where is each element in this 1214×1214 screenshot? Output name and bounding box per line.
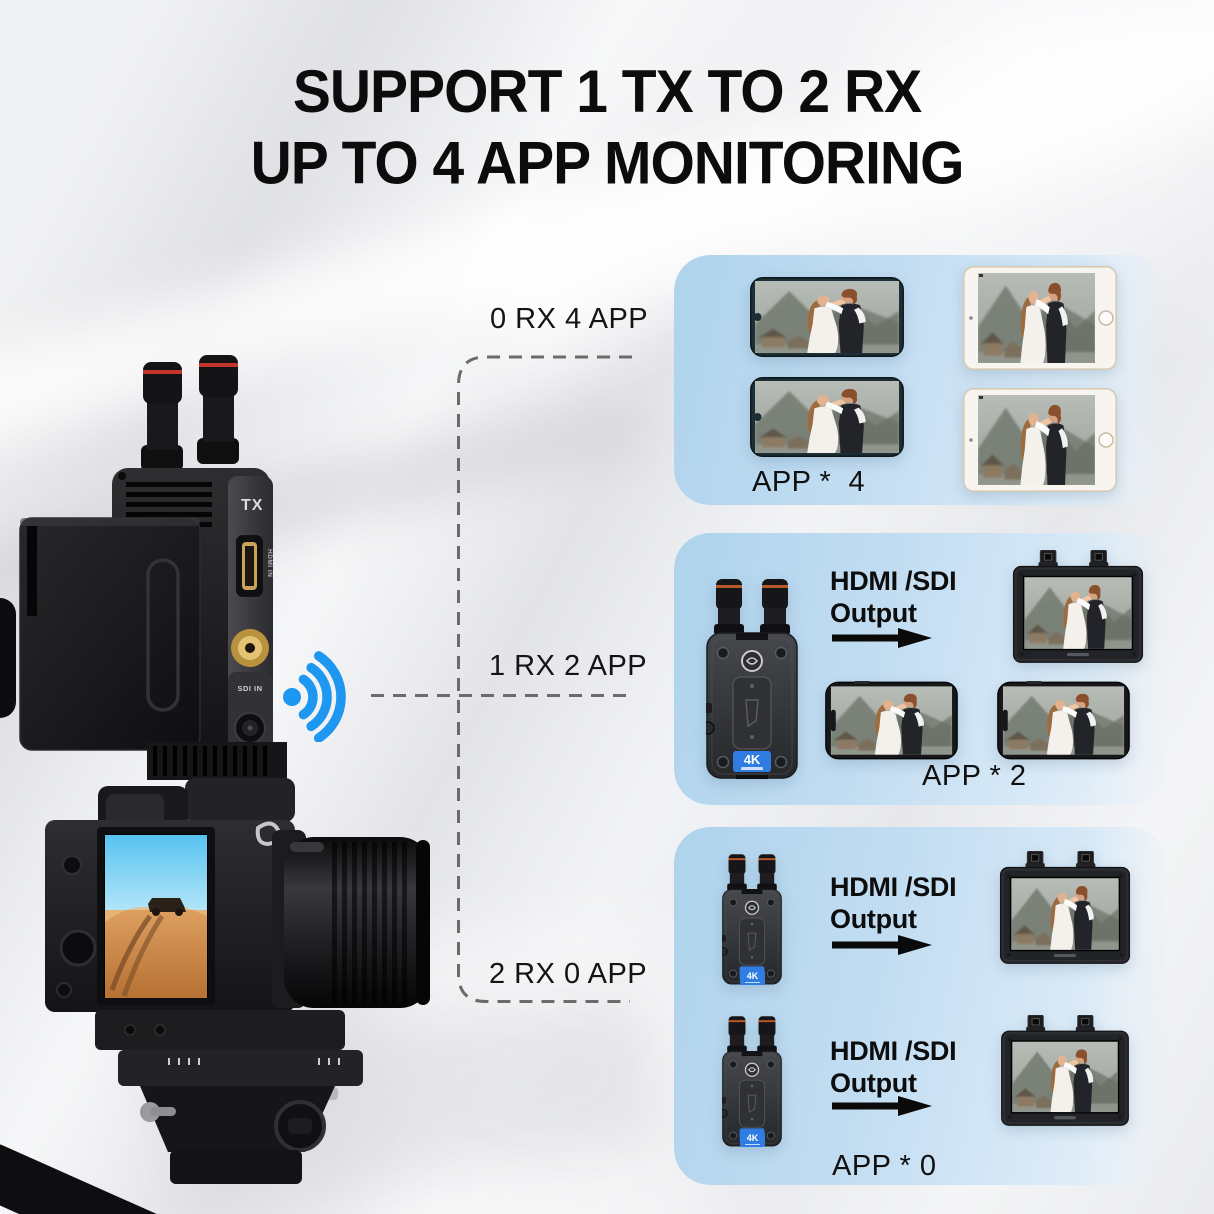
battery-pack bbox=[19, 517, 201, 751]
rx-4k-badge: 4K bbox=[740, 970, 765, 985]
rx-receiver bbox=[706, 575, 798, 780]
output-label-line2: Output bbox=[830, 597, 917, 628]
scenario-label-2rx-0app: 2 RX 0 APP bbox=[489, 958, 648, 990]
field-monitor bbox=[995, 1015, 1135, 1127]
gimbal-plates bbox=[95, 1010, 363, 1184]
app-count-label: APP * 4 bbox=[752, 466, 866, 498]
tablet bbox=[963, 266, 1117, 370]
app-count-label: APP * 2 bbox=[922, 760, 1027, 792]
tx-antennas bbox=[141, 355, 239, 471]
phone-landscape bbox=[825, 681, 958, 760]
gimbal-motor bbox=[0, 598, 16, 718]
output-label-line1: HDMI /SDI bbox=[830, 1036, 957, 1066]
field-monitor bbox=[995, 851, 1135, 965]
rx-badge-subline bbox=[745, 981, 760, 984]
camera-screen bbox=[97, 827, 215, 1005]
camera-body bbox=[45, 786, 295, 1012]
camera-rig-illustration bbox=[0, 355, 430, 1214]
rx-4k-badge-text: 4K bbox=[746, 1132, 759, 1143]
phone-landscape bbox=[750, 277, 904, 357]
tx-hdmi-in-label: HDMI IN bbox=[266, 549, 273, 578]
app-count-label: APP * 0 bbox=[832, 1150, 937, 1182]
rx-4k-badge-text: 4K bbox=[743, 752, 761, 768]
arrow-right-icon bbox=[832, 935, 932, 955]
phone-landscape bbox=[750, 377, 904, 457]
heat-sink bbox=[147, 742, 295, 822]
output-label-line2: Output bbox=[830, 903, 917, 934]
rx-badge-subline bbox=[745, 1143, 760, 1146]
phone-landscape bbox=[997, 681, 1130, 760]
camera-lens bbox=[272, 830, 430, 1008]
rx-4k-badge-text: 4K bbox=[746, 970, 759, 981]
arrow-right-icon bbox=[832, 1096, 932, 1116]
page-title-line2: UP TO 4 APP MONITORING bbox=[250, 130, 965, 198]
rx-badge-subline bbox=[741, 767, 763, 770]
scenario-label-1rx-2app: 1 RX 2 APP bbox=[489, 650, 648, 682]
tx-sdi-in-label: SDI IN bbox=[237, 684, 263, 693]
gimbal-arm bbox=[0, 1142, 197, 1214]
arrow-right-icon bbox=[832, 628, 932, 648]
tablet bbox=[963, 388, 1117, 492]
output-label-line2: Output bbox=[830, 1067, 917, 1098]
page-title: SUPPORT 1 TX TO 2 RX UP TO 4 APP MONITOR… bbox=[0, 57, 1214, 201]
page-title-line1: SUPPORT 1 TX TO 2 RX bbox=[292, 58, 922, 126]
output-label: HDMI /SDI Output bbox=[830, 1036, 957, 1100]
output-label-line1: HDMI /SDI bbox=[830, 872, 957, 902]
tx-label: TX bbox=[241, 497, 264, 514]
output-label-line1: HDMI /SDI bbox=[830, 566, 957, 596]
rx-4k-badge: 4K bbox=[733, 751, 771, 772]
field-monitor bbox=[1004, 550, 1152, 664]
scenario-label-0rx-4app: 0 RX 4 APP bbox=[490, 303, 649, 335]
wifi-signal-icon bbox=[283, 651, 346, 742]
output-label: HDMI /SDI Output bbox=[830, 872, 957, 936]
output-label: HDMI /SDI Output bbox=[830, 566, 957, 630]
rx-4k-badge: 4K bbox=[740, 1132, 765, 1147]
